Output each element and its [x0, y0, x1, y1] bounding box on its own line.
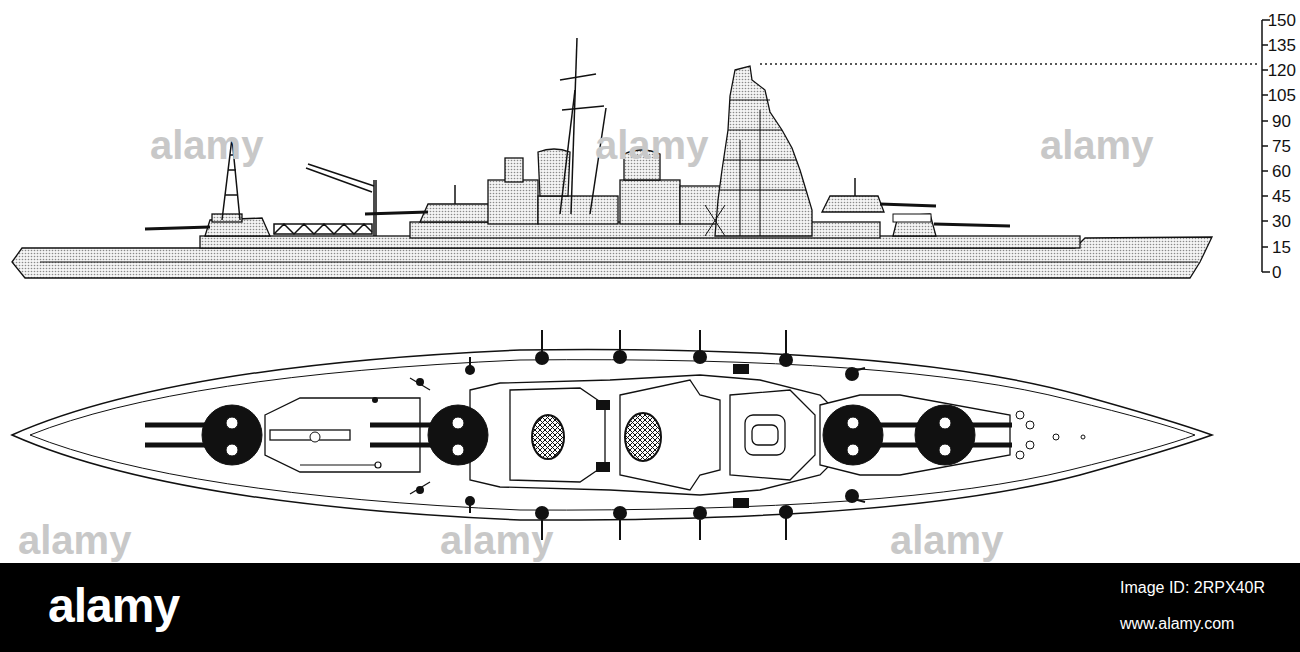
- scale-value: 150: [1268, 12, 1296, 29]
- scale-value: 135: [1268, 37, 1296, 54]
- scale-value: 90: [1272, 113, 1291, 130]
- watermark: alamy: [150, 125, 263, 165]
- scale-value: 15: [1272, 239, 1291, 256]
- image-id: Image ID: 2RPX40R: [1120, 580, 1265, 596]
- logo: alamy: [48, 582, 179, 630]
- watermark: alamy: [595, 125, 708, 165]
- watermark: alamy: [18, 520, 131, 560]
- website: www.alamy.com: [1120, 616, 1234, 632]
- scale-value: 120: [1268, 62, 1296, 79]
- scale-value: 0: [1272, 264, 1281, 281]
- scale-value: 45: [1272, 188, 1291, 205]
- scale-value: 30: [1272, 213, 1291, 230]
- watermark: alamy: [890, 520, 1003, 560]
- scale-value: 60: [1272, 163, 1291, 180]
- scale-value: 75: [1272, 138, 1291, 155]
- watermark: alamy: [1040, 125, 1153, 165]
- scale-value: 105: [1268, 87, 1296, 104]
- watermark: alamy: [440, 520, 553, 560]
